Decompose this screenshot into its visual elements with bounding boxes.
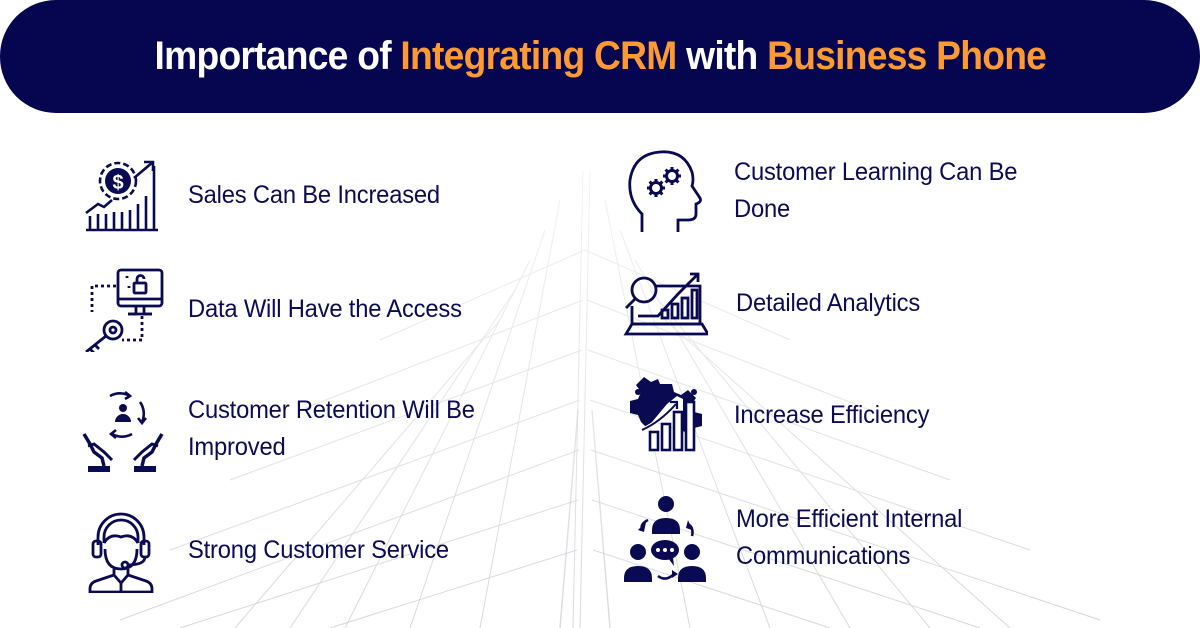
team-communication-icon — [622, 492, 708, 584]
feature-label: Increase Efficiency — [734, 400, 930, 429]
feature-label: Data Will Have the Access — [188, 294, 462, 323]
feature-item-internal-communications: More Efficient Internal Communications — [622, 492, 974, 584]
customer-retention-hands-icon — [78, 386, 164, 472]
svg-text:$: $ — [112, 172, 123, 194]
feature-item-sales: $ Sales Can Be Increased — [78, 152, 453, 238]
header-banner: Importance of Integrating CRM with Busin… — [0, 0, 1200, 113]
title-part-1: Importance of — [154, 34, 401, 78]
title-part-3: with — [676, 34, 767, 78]
title-part-4-accent: Business Phone — [766, 34, 1047, 78]
sales-growth-dollar-icon: $ — [78, 152, 164, 238]
laptop-analytics-magnifier-icon — [622, 260, 708, 346]
feature-label: More Efficient Internal Communications — [736, 505, 963, 570]
customer-service-headset-icon — [78, 507, 164, 593]
title-part-2-accent: Integrating CRM — [400, 34, 677, 78]
feature-label: Customer Retention Will Be Improved — [188, 396, 475, 461]
feature-item-detailed-analytics: Detailed Analytics — [622, 260, 930, 346]
feature-item-increase-efficiency: Increase Efficiency — [622, 372, 940, 458]
gear-bar-chart-icon — [622, 372, 708, 458]
feature-item-data-access: Data Will Have the Access — [78, 266, 476, 352]
feature-item-retention: Customer Retention Will Be Improved — [78, 386, 490, 472]
feature-item-customer-service: Strong Customer Service — [78, 507, 463, 593]
feature-label: Customer Learning Can Be Done — [734, 158, 1018, 223]
feature-label: Strong Customer Service — [188, 535, 449, 564]
feature-item-customer-learning: Customer Learning Can Be Done — [622, 148, 1032, 234]
computer-lock-key-icon — [78, 266, 164, 352]
feature-label: Sales Can Be Increased — [188, 180, 440, 209]
feature-label: Detailed Analytics — [736, 288, 921, 317]
page-title: Importance of Integrating CRM with Busin… — [154, 34, 1046, 79]
head-gears-icon — [622, 148, 708, 234]
